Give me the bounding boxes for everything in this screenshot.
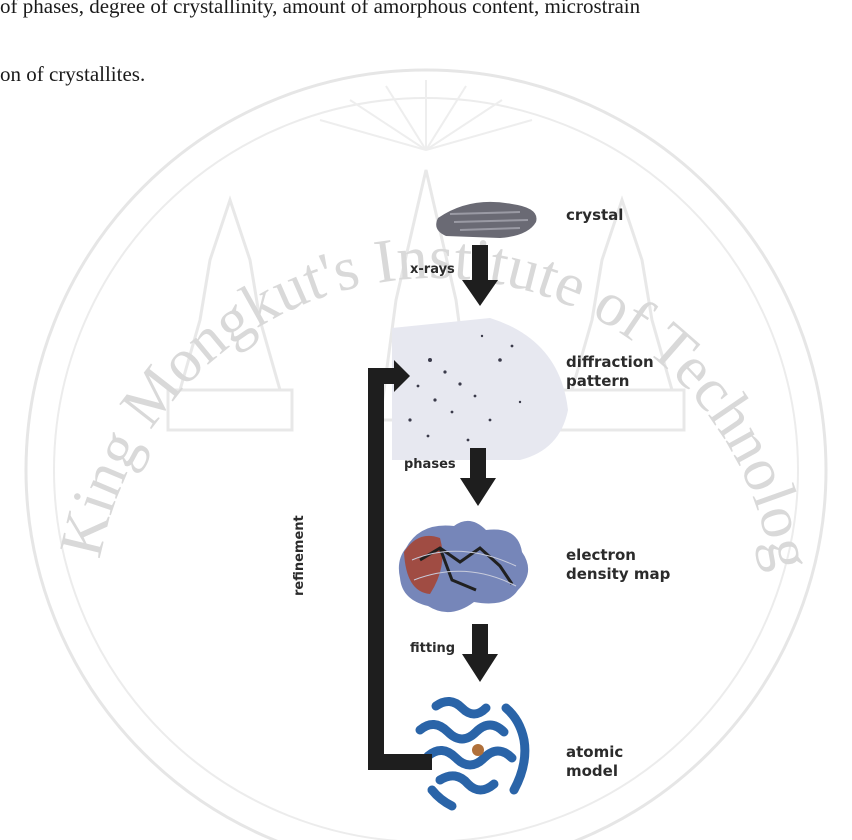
diffraction-pattern-image [392,318,568,460]
fitting-label: fitting [410,641,455,656]
refinement-label: refinement [292,515,307,596]
xrays-label: x-rays [410,262,455,277]
phases-label: phases [404,457,456,472]
crystal-image [436,202,536,238]
density-label-line1: electron [566,546,636,565]
crystal-label: crystal [566,206,623,225]
model-label-line1: atomic [566,743,623,762]
diffraction-label-line2: pattern [566,372,629,391]
down-arrow-fitting [462,624,498,682]
model-label-line2: model [566,762,618,781]
diffraction-label-line1: diffraction [566,353,654,372]
down-arrow-xrays [462,245,498,306]
atomic-model-image [420,701,525,806]
density-label-line2: density map [566,565,670,584]
electron-density-map-image [399,521,528,612]
